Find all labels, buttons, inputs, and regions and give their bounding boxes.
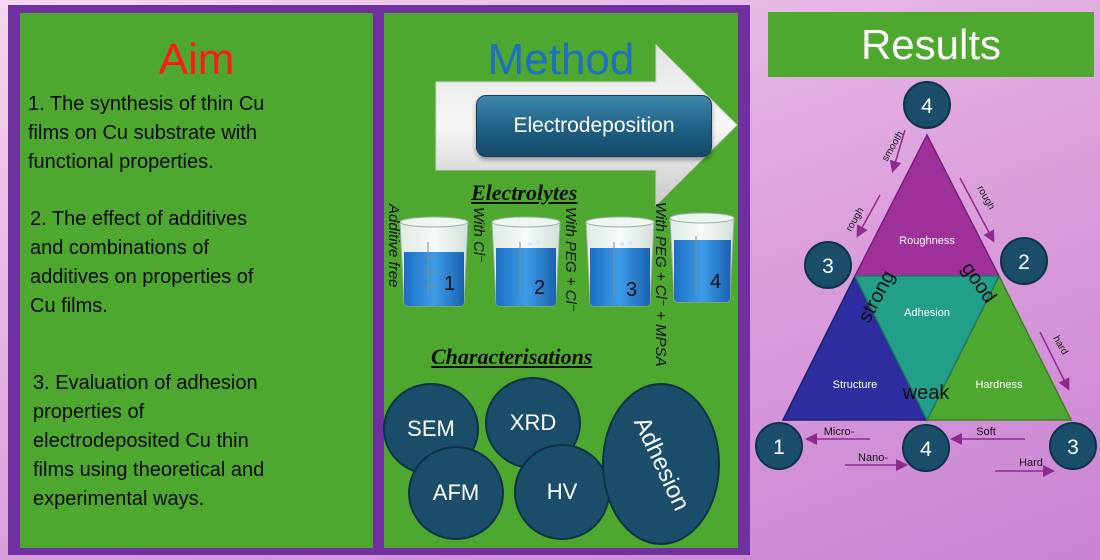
electrolyte-label-1: Additive free — [385, 204, 402, 288]
adhesion-word-weak: weak — [902, 382, 951, 404]
arrow-smooth — [889, 129, 906, 173]
char-afm: AFM — [408, 446, 504, 540]
beakers-group: 1 2 3 4 — [399, 212, 735, 307]
adhesion-region — [853, 275, 1001, 422]
label-smooth: smooth — [880, 130, 906, 164]
aim-panel: Aim 1. The synthesis of thin Cu films on… — [20, 13, 373, 548]
results-title: Results — [768, 12, 1094, 77]
electrolyte-number-1: 1 — [444, 273, 455, 295]
char-adhesion-label: Adhesion — [628, 412, 695, 515]
electrolyte-number-4: 4 — [710, 271, 721, 293]
label-rough-right: rough — [974, 184, 996, 212]
aim-item-1: 1. The synthesis of thin Cu films on Cu … — [28, 93, 265, 173]
beaker-icon: 3 — [585, 216, 655, 307]
svg-text:3: 3 — [822, 255, 834, 278]
svg-text:3: 3 — [1067, 436, 1079, 459]
electrolyte-number-2: 2 — [534, 277, 545, 299]
method-title: Method — [487, 35, 635, 84]
beaker-icon: 1 — [399, 216, 469, 307]
electrolytes-title: Electrolytes — [471, 180, 578, 205]
svg-text:2: 2 — [1018, 251, 1030, 274]
electrolyte-label-3: With PEG + Cl⁻ — [562, 207, 579, 312]
electrolyte-label-2: With Cl⁻ — [470, 207, 487, 264]
aim-item-2: 2. The effect of additives and combinati… — [30, 208, 254, 317]
arrow-rough-right — [959, 177, 995, 243]
electrolyte-label-4: With PEG + Cl⁻ + MPSA — [652, 202, 669, 367]
svg-text:1: 1 — [773, 436, 785, 459]
roughness-region — [853, 133, 1001, 277]
label-soft: Soft — [976, 426, 996, 438]
svg-text:4: 4 — [920, 438, 932, 461]
arrow-hard-side — [1039, 331, 1070, 391]
svg-text:4: 4 — [921, 95, 933, 118]
label-hard-side: hard — [1050, 334, 1070, 357]
roughness-label: Roughness — [899, 235, 955, 247]
results-triangle-diagram: Roughness Adhesion Structure Hardness st… — [755, 81, 1097, 477]
beaker-icon: 2 — [491, 216, 561, 307]
aim-title: Aim — [158, 35, 235, 84]
aim-item-3: 3. Evaluation of adhesion properties of … — [33, 372, 265, 510]
label-hard-bottom: Hard — [1019, 457, 1043, 469]
hardness-label: Hardness — [975, 379, 1023, 391]
label-rough-left: rough — [844, 206, 866, 234]
label-nano: Nano- — [858, 452, 888, 464]
electrolyte-number-3: 3 — [626, 279, 637, 301]
node-mid-right: 2 — [1000, 237, 1048, 285]
node-bottom-right: 3 — [1049, 422, 1097, 470]
node-top: 4 — [903, 81, 951, 129]
electrodeposition-box: Electrodeposition — [476, 95, 712, 157]
adhesion-label: Adhesion — [904, 307, 950, 319]
node-mid-left: 3 — [804, 241, 852, 289]
arrow-rough-left — [856, 194, 881, 238]
characterisations-title: Characterisations — [431, 344, 593, 369]
node-bottom-left: 1 — [755, 422, 803, 470]
structure-label: Structure — [833, 379, 878, 391]
label-micro: Micro- — [824, 426, 855, 438]
char-hv: HV — [514, 444, 610, 540]
char-adhesion: Adhesion — [602, 383, 720, 545]
node-bottom-center: 4 — [902, 424, 950, 472]
beaker-icon: 4 — [669, 212, 735, 303]
